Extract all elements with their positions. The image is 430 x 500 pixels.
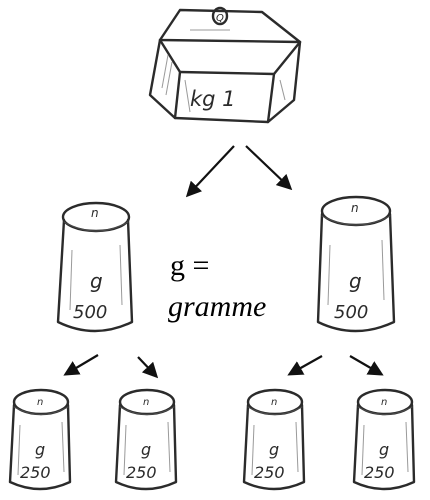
- unit-legend: g = gramme: [168, 249, 266, 323]
- legend-symbol: g =: [170, 249, 209, 282]
- gram-500-weight-right: n g 500: [316, 195, 396, 333]
- arrow-right-500-to-250-a: [287, 355, 323, 376]
- arrow-kg-to-right-500: [245, 145, 293, 191]
- gram-250-value: 250: [20, 463, 51, 482]
- kilogram-weight-shading: [161, 29, 286, 113]
- gram-500-knob-mark: n: [91, 206, 99, 220]
- gram-500-unit: g: [349, 269, 362, 293]
- gram-250-unit: g: [35, 440, 45, 459]
- gram-250-weight-1: n g 250: [8, 388, 72, 491]
- gram-250-unit: g: [141, 440, 151, 459]
- gram-500-value: 500: [334, 302, 368, 323]
- kilogram-weight: Q kg 1: [148, 6, 302, 124]
- gram-250-knob-mark: n: [37, 397, 43, 408]
- kilogram-knob-mark: Q: [216, 13, 224, 24]
- gram-250-weight-2: n g 250: [114, 388, 178, 491]
- gram-500-knob-mark: n: [351, 201, 359, 215]
- gram-500-weight-left: n g 500: [56, 201, 134, 333]
- kilogram-knob: [211, 6, 229, 26]
- kilogram-label: kg 1: [190, 87, 236, 111]
- gram-500-value: 500: [73, 302, 107, 323]
- gram-250-weight-4: n g 250: [352, 388, 416, 491]
- gram-250-knob-mark: n: [143, 397, 149, 408]
- gram-250-value: 250: [126, 463, 157, 482]
- arrow-left-500-to-250-a: [63, 354, 99, 376]
- arrow-right-500-to-250-b: [349, 355, 384, 376]
- gram-500-unit: g: [90, 269, 103, 293]
- gram-250-weight-3: n g 250: [242, 388, 306, 491]
- legend-meaning: gramme: [168, 290, 266, 323]
- arrow-kg-to-left-500: [185, 145, 235, 198]
- gram-250-knob-mark: n: [381, 397, 387, 408]
- gram-250-unit: g: [379, 440, 389, 459]
- gram-250-value: 250: [254, 463, 285, 482]
- gram-250-value: 250: [364, 463, 395, 482]
- gram-250-unit: g: [269, 440, 279, 459]
- gram-250-knob-mark: n: [271, 397, 277, 408]
- arrow-left-500-to-250-b: [137, 356, 159, 379]
